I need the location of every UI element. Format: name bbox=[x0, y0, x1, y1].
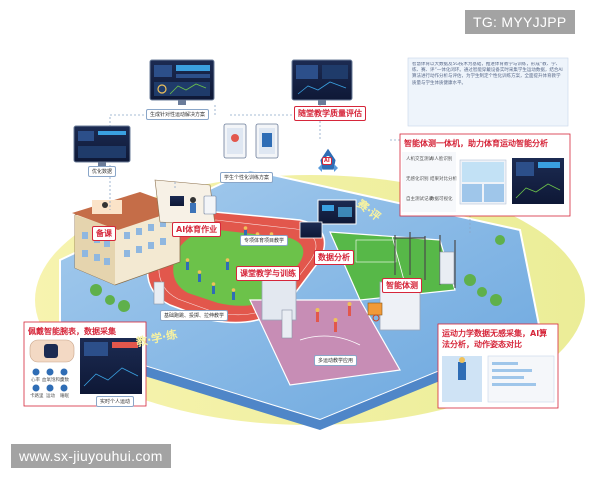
analysis-item-4: 结果对比分析 bbox=[430, 177, 457, 182]
analysis-item-6: 数据可视化 bbox=[430, 197, 453, 202]
field-screen-2 bbox=[299, 221, 323, 239]
court-grid bbox=[355, 239, 397, 263]
label-generate-plan: 生成针对性运动解决方案 bbox=[146, 109, 210, 120]
watch-metric-1: 心率 bbox=[31, 378, 40, 383]
tablet-icon bbox=[203, 123, 279, 215]
analysis-panel-title: 智能体测一体机，助力体育运动智能分析 bbox=[404, 139, 548, 148]
label-data-analysis: 数据分析 bbox=[314, 250, 354, 265]
basketball-hoop bbox=[367, 302, 383, 316]
analysis-panel bbox=[399, 133, 571, 217]
analysis-item-1: 人机交互测试 bbox=[406, 157, 433, 162]
analysis-item-5: 自主测试记录 bbox=[406, 197, 433, 202]
watch-metric-2: 血氧饱和度 bbox=[42, 378, 65, 383]
watch-icon bbox=[32, 368, 68, 392]
teacher-room bbox=[154, 179, 216, 226]
label-smart-fitness: 智能体测 bbox=[382, 278, 422, 293]
label-special-pe: 专项体育项目教学 bbox=[240, 235, 289, 246]
fitness-kiosk-3 bbox=[153, 281, 165, 305]
green-field bbox=[329, 231, 456, 301]
analysis-item-3: 无感化识别 bbox=[406, 177, 429, 182]
watch-metric-6: 睡眠 bbox=[60, 394, 69, 399]
motion-panel bbox=[437, 323, 559, 409]
intro-paragraph: 智慧体育以大数据及5G技术为基础，推进体育教学与训练，形成“教、学、练、赛、评”… bbox=[412, 62, 563, 86]
label-optimize-data: 优化数据 bbox=[88, 166, 117, 177]
label-class-quality: 随堂教学质量评估 bbox=[294, 106, 366, 121]
label-basic-skills: 基础跑跳、投掷、拉伸教学 bbox=[160, 310, 229, 321]
label-personal-training: 学生个性化训练方案 bbox=[220, 172, 274, 183]
label-ai-homework: AI体育作业 bbox=[172, 222, 222, 237]
fitness-kiosk-1 bbox=[439, 251, 455, 285]
dashboard-monitor-top-right bbox=[291, 59, 353, 105]
motion-panel-title: 运动力学数据无感采集，AI算法分析，动作姿态对比 bbox=[442, 329, 548, 349]
watch-panel bbox=[23, 321, 147, 407]
classroom-scene bbox=[92, 200, 122, 214]
watch-metric-5: 运动 bbox=[46, 394, 55, 399]
watch-metric-3: 步数 bbox=[60, 378, 69, 383]
label-multi-sport: 多运动教学应用 bbox=[314, 355, 358, 366]
intro-panel bbox=[407, 57, 569, 127]
label-class-teaching: 课堂教学与训练 bbox=[236, 266, 300, 281]
watch-metric-4: 卡路里 bbox=[30, 394, 44, 399]
watermark-top-right: TG: MYYJJPP bbox=[465, 10, 575, 34]
label-hub: AI bbox=[322, 157, 332, 165]
watch-panel-title: 佩戴智能腕表，数据采集 bbox=[28, 327, 116, 336]
students-court bbox=[315, 302, 352, 332]
school-building bbox=[72, 192, 184, 286]
dashboard-monitor-left bbox=[73, 125, 131, 166]
watch-panel-footer: 实时个人运动 bbox=[96, 396, 135, 407]
watermark-bottom-left: www.sx-jiuyouhui.com bbox=[11, 444, 171, 468]
analysis-item-2: AI人脸识别 bbox=[430, 157, 453, 162]
dashboard-monitor-top-left bbox=[149, 59, 215, 105]
label-classroom: 备课 bbox=[92, 226, 116, 241]
trees bbox=[90, 235, 505, 312]
fitness-kiosk-2 bbox=[281, 309, 293, 339]
